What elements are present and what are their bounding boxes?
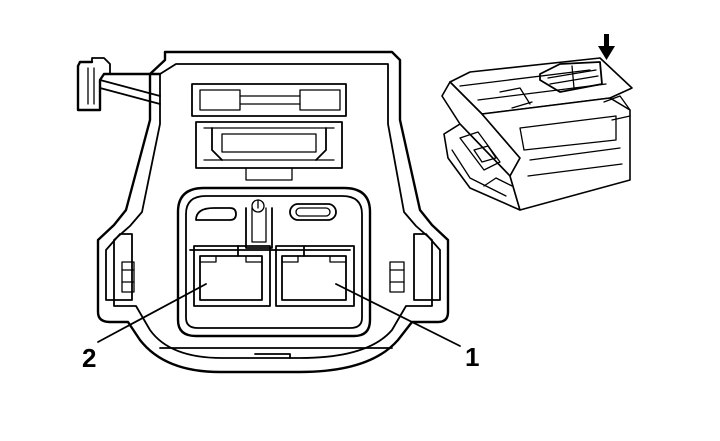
top-latch <box>191 83 347 181</box>
connector-isometric-view <box>441 57 633 211</box>
pin-callouts: 2 1 <box>82 283 479 373</box>
pin-2-label: 2 <box>82 343 96 373</box>
left-side-lock <box>105 233 135 301</box>
leader-line-pin-2 <box>97 283 207 343</box>
down-arrow-icon <box>598 34 615 60</box>
locking-tab <box>76 57 162 112</box>
key-slots <box>195 199 337 249</box>
pin-1-label: 1 <box>465 342 479 372</box>
terminal-cavities <box>189 245 355 307</box>
mating-face-outer <box>176 186 372 338</box>
outer-housing <box>96 50 450 374</box>
connector-front-view <box>76 50 450 374</box>
right-side-lock <box>389 233 441 301</box>
mating-face-inner <box>185 195 363 329</box>
inner-housing <box>113 63 433 359</box>
leader-line-pin-1 <box>335 283 461 347</box>
